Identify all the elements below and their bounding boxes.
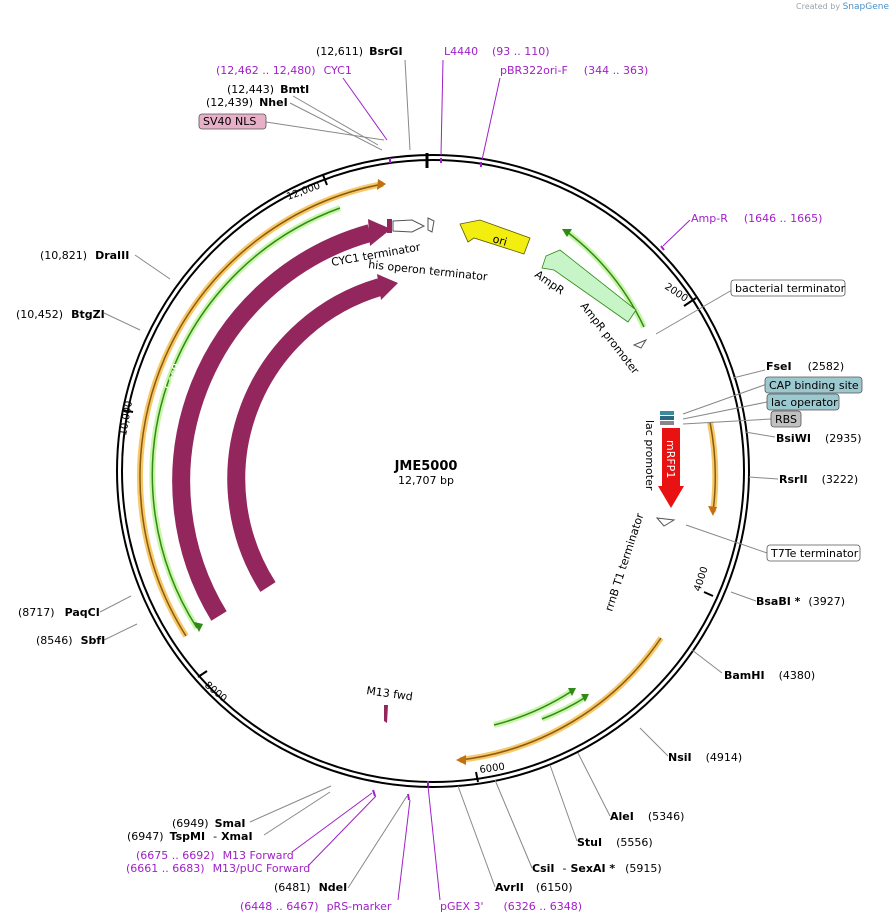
orf-arc-bottom-green-2 xyxy=(540,694,589,722)
svg-text:Cas9: Cas9 xyxy=(208,388,229,418)
site-nsii: NsiI(4914) xyxy=(668,751,742,764)
leaders-left xyxy=(99,254,441,901)
svg-text:6000: 6000 xyxy=(479,762,506,776)
plasmid-size: 12,707 bp xyxy=(398,474,454,487)
svg-text:10,000: 10,000 xyxy=(118,400,135,436)
primer-l4440-range: (93 .. 110) xyxy=(492,45,550,58)
leaders-top xyxy=(265,59,691,247)
site-bsrgi: (12,611)BsrGI xyxy=(316,45,403,58)
cas9-outer-arrow: Cas9 xyxy=(162,219,391,621)
orf-arc-ampr-green xyxy=(562,228,647,329)
svg-text:RBS: RBS xyxy=(775,413,797,426)
site-tspmi: (6947)TspMI-XmaI xyxy=(127,830,253,843)
site-fsei: FseI(2582) xyxy=(766,360,844,373)
plasmid-name: JME5000 xyxy=(394,459,458,474)
feature-lac-operator: lac operator xyxy=(766,393,840,411)
m13-fwd: M13 fwd xyxy=(366,684,414,723)
svg-text:M13 fwd: M13 fwd xyxy=(366,684,414,703)
backbone-inner xyxy=(121,159,745,783)
site-ndei: (6481)NdeI xyxy=(274,881,347,894)
primer-l4440-name: L4440 xyxy=(444,45,478,58)
feature-rbs: RBS xyxy=(770,410,802,428)
site-nhei: (12,439)NheI xyxy=(206,96,288,109)
svg-text:4000: 4000 xyxy=(692,565,710,593)
site-sbfi: (8546)SbfI xyxy=(36,634,105,647)
primer-m13-puc-forward: (6661 .. 6683)M13/pUC Forward xyxy=(126,862,310,875)
site-bsabi: BsaBI *(3927) xyxy=(756,595,845,608)
tick-4000: 4000 xyxy=(692,565,714,597)
site-bmti: (12,443)BmtI xyxy=(227,83,309,96)
svg-text:12,000: 12,000 xyxy=(285,181,322,203)
feature-bacterial-terminator: bacterial terminator xyxy=(730,279,846,297)
site-rsrii: RsrII(3222) xyxy=(779,473,858,486)
orf-arc-right xyxy=(707,421,719,516)
snapgene-credit: Created by SnapGene xyxy=(796,2,889,12)
svg-text:SV40 NLS: SV40 NLS xyxy=(203,115,256,128)
svg-text:bacterial terminator: bacterial terminator xyxy=(735,282,846,295)
svg-text:mRFP1: mRFP1 xyxy=(664,440,677,478)
primer-cyc1: (12,462 .. 12,480)CYC1 xyxy=(216,64,352,77)
orf-arc-bottom xyxy=(456,636,664,765)
site-csii: CsiI-SexAI *(5915) xyxy=(532,862,662,875)
site-bsiwi: BsiWI(2935) xyxy=(776,432,862,445)
svg-text:lac promoter: lac promoter xyxy=(643,420,656,491)
primer-pgex3: pGEX 3'(6326 .. 6348) xyxy=(440,900,582,913)
primer-m13-forward: (6675 .. 6692)M13 Forward xyxy=(136,849,294,862)
site-smai: (6949)SmaI xyxy=(172,817,245,830)
ori-arrow: ori xyxy=(459,219,531,255)
mrfp1-arrow: mRFP1 xyxy=(658,428,684,508)
lac-elements-marker xyxy=(660,411,674,425)
svg-text:Cas9: Cas9 xyxy=(162,361,184,391)
primer-marks xyxy=(372,158,665,801)
lac-promoter-label: lac promoter xyxy=(643,420,656,491)
site-alei: AleI(5346) xyxy=(610,810,684,823)
tick-2000: 2000 xyxy=(662,281,697,307)
feature-t7te-terminator: T7Te terminator xyxy=(766,544,861,562)
backbone-outer xyxy=(116,154,750,788)
svg-text:lac operator: lac operator xyxy=(771,396,838,409)
orf-arc-green xyxy=(149,205,342,632)
primer-prs-marker: (6448 .. 6467)pRS-marker xyxy=(240,900,392,913)
site-draiii: (10,821)DraIII xyxy=(40,249,129,262)
orf-arc-bottom-green-1 xyxy=(493,688,576,728)
site-stui: StuI(5556) xyxy=(577,836,653,849)
rrnb-terminator: rrnB T1 terminator xyxy=(602,511,676,613)
site-avrii: AvrII(6150) xyxy=(495,881,572,894)
site-paqci: (8717)PaqCI xyxy=(18,606,100,619)
tick-6000: 6000 xyxy=(475,762,506,783)
svg-text:rrnB T1 terminator: rrnB T1 terminator xyxy=(602,511,646,613)
leaders-right xyxy=(457,289,779,888)
tick-10000: 10,000 xyxy=(118,400,135,436)
svg-text:2000: 2000 xyxy=(662,281,689,304)
feature-sv40-nls: SV40 NLS xyxy=(198,113,267,130)
svg-text:ori: ori xyxy=(491,232,508,248)
svg-text:CAP binding site: CAP binding site xyxy=(769,379,859,392)
site-bamhi: BamHI(4380) xyxy=(724,669,815,682)
site-btgzi: (10,452)BtgZI xyxy=(16,308,105,321)
feature-cap-binding-site: CAP binding site xyxy=(764,376,863,394)
primer-amp-r: Amp-R(1646 .. 1665) xyxy=(691,212,822,225)
orf-arc-outer xyxy=(136,179,386,638)
svg-text:T7Te terminator: T7Te terminator xyxy=(770,547,859,560)
primer-pbr322ori: pBR322ori-F(344 .. 363) xyxy=(500,64,648,77)
tick-8000: 8000 xyxy=(197,670,229,705)
